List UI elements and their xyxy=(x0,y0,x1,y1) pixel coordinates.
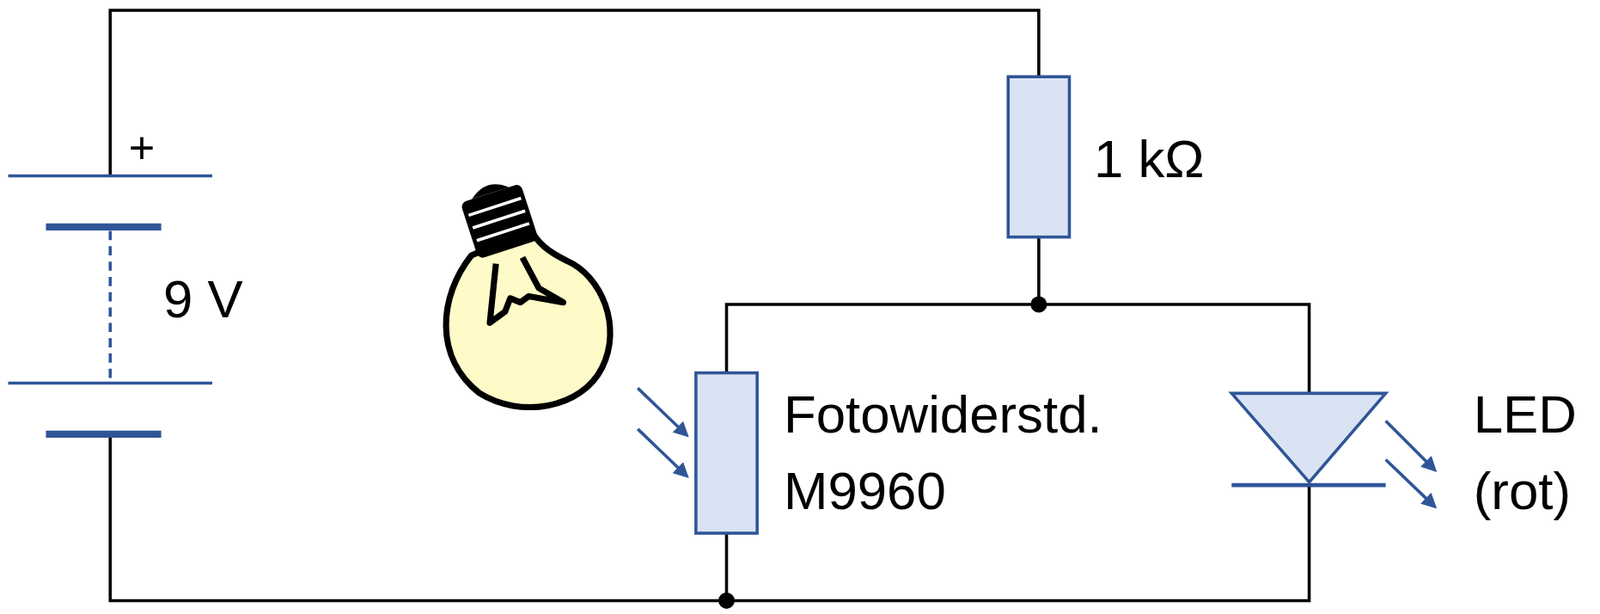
wire xyxy=(1037,237,1041,305)
led-symbol xyxy=(1231,392,1386,485)
wire xyxy=(726,304,1310,393)
junction-dot xyxy=(718,592,735,609)
photoresistor-symbol xyxy=(696,372,758,533)
resistor-value: 1 kΩ xyxy=(1093,120,1258,197)
component-label: LED (rot) xyxy=(1473,375,1599,529)
voltage-label: 9 V xyxy=(163,260,306,337)
wires xyxy=(109,10,1309,600)
light-bulb-illustration xyxy=(445,175,611,407)
polarity-sign: + xyxy=(128,115,171,181)
wire xyxy=(109,10,1039,176)
resistor-symbol xyxy=(1007,76,1069,237)
junction-dot xyxy=(1030,296,1047,313)
light-arrows xyxy=(637,387,687,476)
component-label: Fotowiderstd. M9960 xyxy=(783,375,1136,529)
wire xyxy=(725,532,729,600)
emission-arrows xyxy=(1386,420,1436,507)
